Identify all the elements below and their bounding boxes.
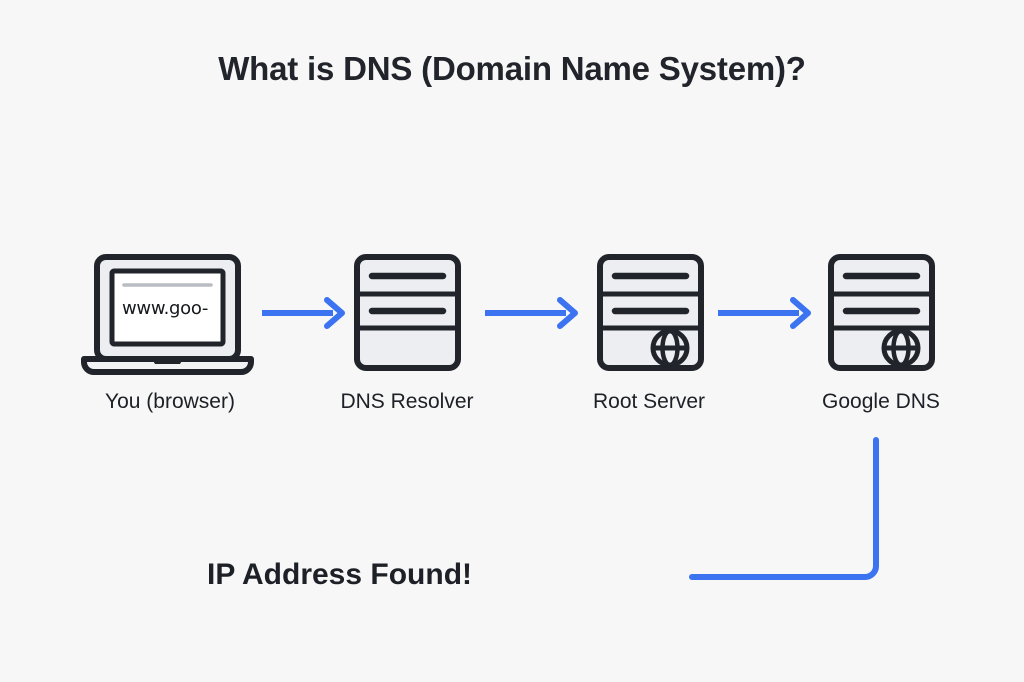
browser-url-text: www.goo-: [122, 298, 209, 319]
node-label-google-dns: Google DNS: [822, 390, 940, 413]
node-label-dns-resolver: DNS Resolver: [340, 390, 474, 413]
node-label-browser: You (browser): [105, 390, 235, 413]
page-title: What is DNS (Domain Name System)?: [218, 50, 806, 87]
node-label-root-server: Root Server: [592, 390, 706, 413]
globe-icon: [650, 328, 690, 368]
ip-address-found-label: IP Address Found!: [206, 558, 473, 591]
globe-icon: [881, 328, 921, 368]
